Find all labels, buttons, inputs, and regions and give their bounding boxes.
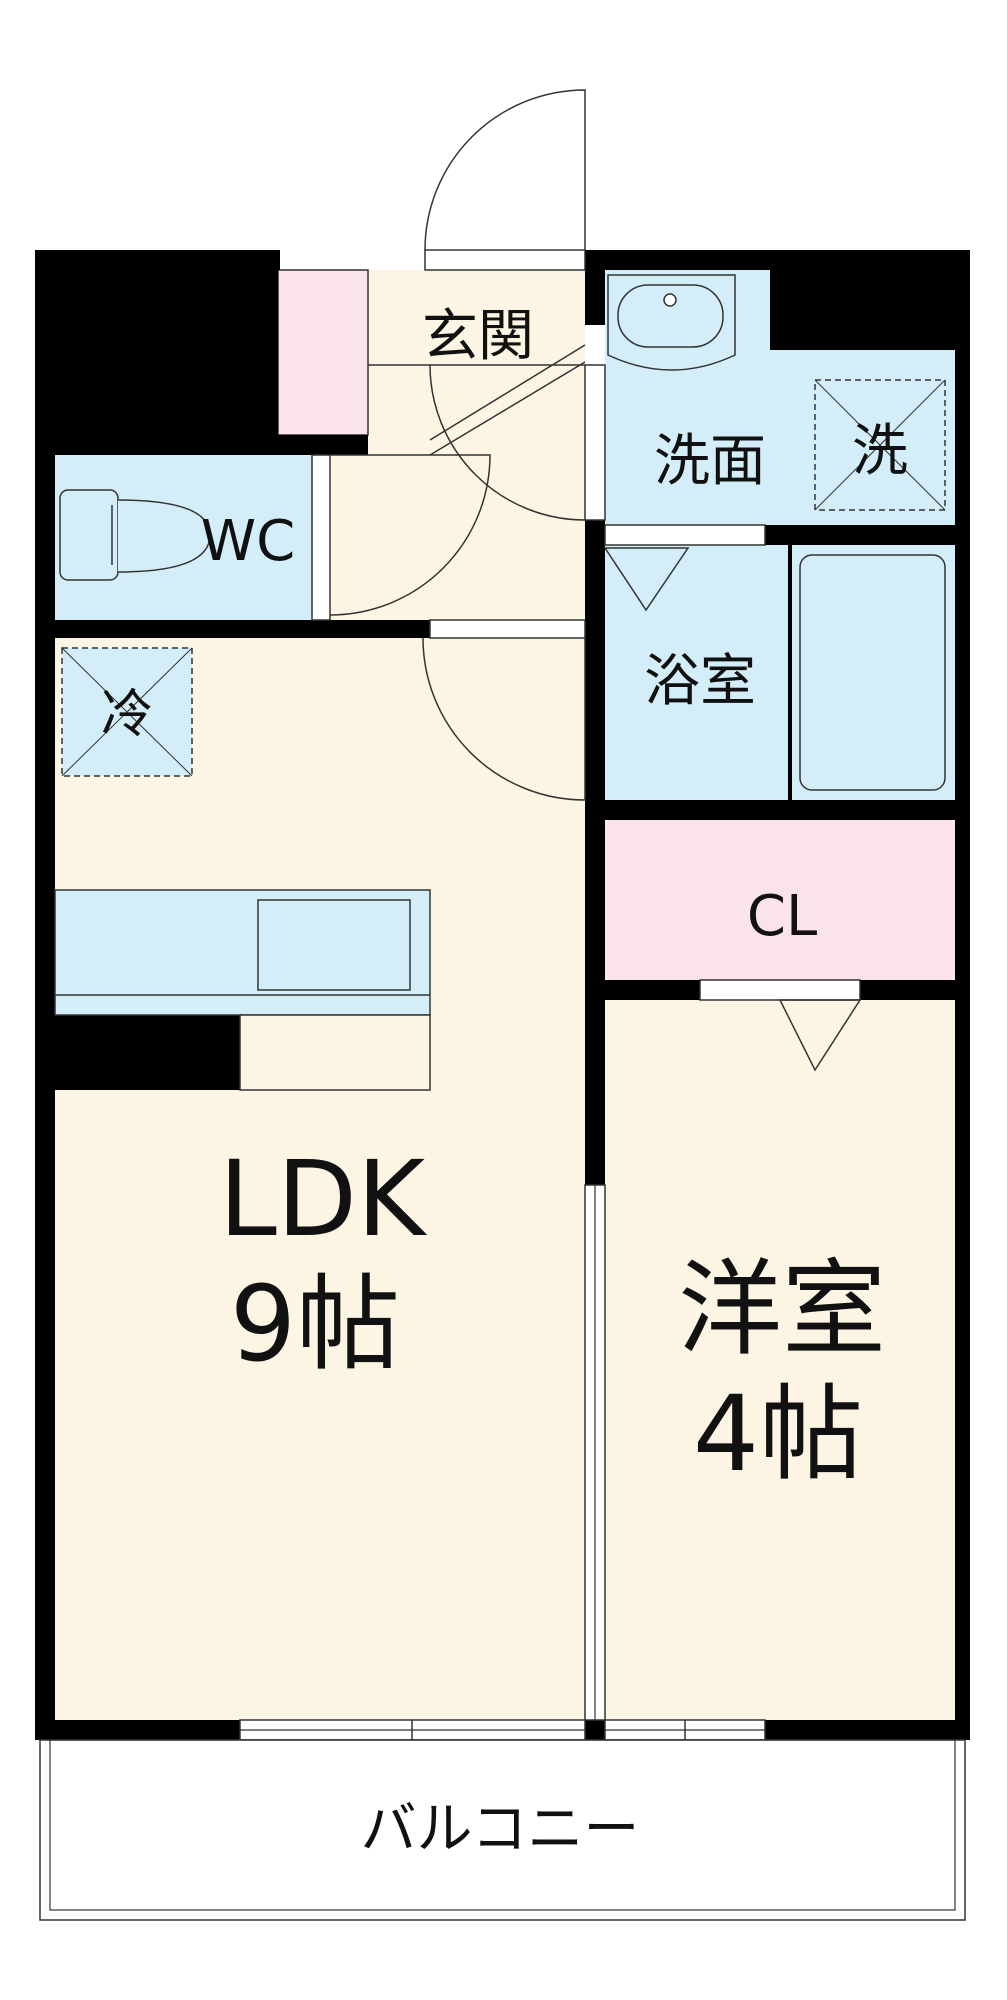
wc-entry-floor <box>330 455 585 620</box>
closet-floor <box>605 820 955 980</box>
wall-corner-tl <box>35 250 278 435</box>
western-room-floor <box>605 1000 955 1720</box>
entrance-label: 玄関 <box>422 304 534 369</box>
shoe-cabinet <box>277 269 369 436</box>
wall-center <box>585 250 605 325</box>
wc-label: WC <box>201 509 295 574</box>
entrance-door-swing <box>424 89 586 251</box>
toilet-tank <box>59 489 119 581</box>
wall-bath-divider <box>788 545 792 800</box>
ldk-size-label: 9帖 <box>230 1263 400 1385</box>
wash-door-gap <box>584 364 606 521</box>
ldk-door-swing <box>422 637 586 801</box>
balcony-rail <box>49 1739 956 1911</box>
hall-step-line-2 <box>429 361 586 456</box>
wall-corner-tr <box>770 250 970 350</box>
wall-left <box>35 250 55 1740</box>
toilet-bowl <box>117 499 211 573</box>
entrance-door-gap <box>424 249 586 271</box>
bathtub <box>799 554 946 791</box>
wall-center-2 <box>585 520 605 1000</box>
wash-basin-tap <box>663 293 677 307</box>
wall-wc-bottom <box>35 620 430 638</box>
fixtures <box>39 274 966 1921</box>
wc-door-gap <box>311 454 331 621</box>
wash-bath-opening <box>604 524 766 546</box>
wall-wc-top <box>35 435 368 455</box>
washer-label: 洗 <box>852 419 908 484</box>
labels: 玄関 洗面 洗 WC 浴室 冷 CL LDK 9帖 洋室 4帖 バルコニー <box>101 304 908 1862</box>
kitchen-lower-cabinet <box>239 1014 431 1091</box>
western-name-label: 洋室 <box>678 1248 886 1370</box>
fridge-label: 冷 <box>101 685 153 745</box>
ldk-floor <box>55 635 585 1720</box>
washer-cross-2 <box>814 379 946 511</box>
bath-door-mark <box>603 547 690 612</box>
western-door-mark <box>778 999 862 1072</box>
western-door-gap <box>699 979 861 1001</box>
ldk-door-gap <box>429 619 586 639</box>
ldk-name-label: LDK <box>219 1138 428 1260</box>
wall-bath-closet <box>585 800 970 820</box>
balcony-label: バルコニー <box>361 1797 640 1862</box>
balcony <box>39 1739 966 1921</box>
kitchen-sink <box>257 899 411 991</box>
wash-basin-bowl <box>617 284 724 348</box>
wall-center-3 <box>585 1000 605 1185</box>
bath-label: 浴室 <box>644 649 756 714</box>
kitchen-wall-block <box>55 1015 240 1090</box>
washroom-label: 洗面 <box>654 429 766 494</box>
fridge-cross-2 <box>61 647 193 777</box>
western-size-label: 4帖 <box>693 1373 863 1495</box>
hall-step-line-1 <box>429 344 586 441</box>
closet-label: CL <box>747 884 817 949</box>
wc-door-swing <box>329 454 491 616</box>
wash-door-swing <box>429 364 586 521</box>
